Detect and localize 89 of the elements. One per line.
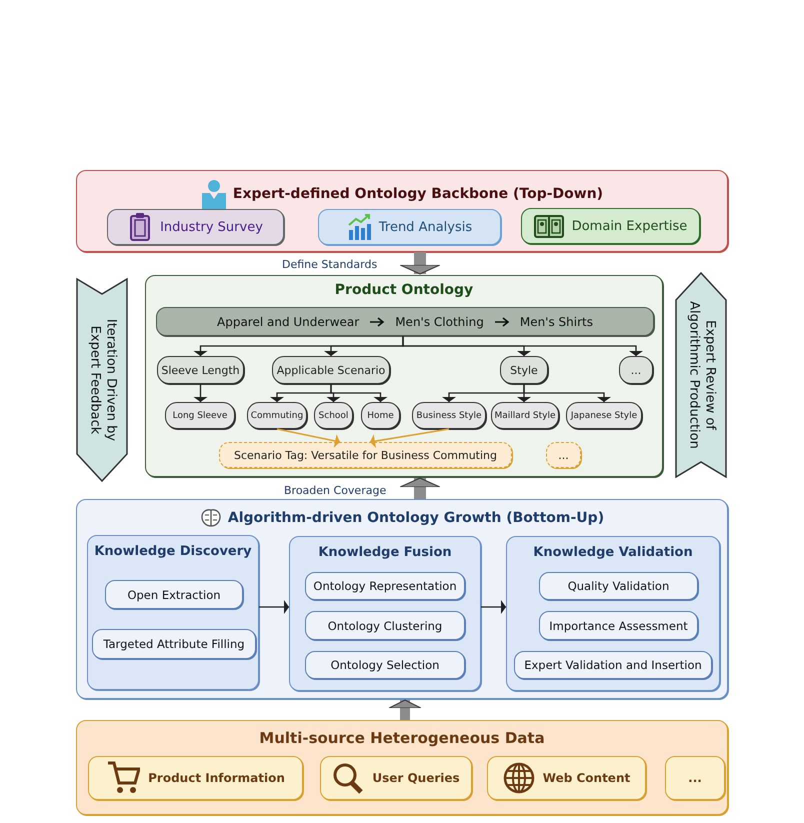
- box-label: Importance Assessment: [549, 618, 688, 632]
- box-label: Ontology Selection: [330, 658, 440, 672]
- stage-panel: [289, 536, 481, 691]
- box-label: ...: [688, 771, 702, 785]
- box-label: Web Content: [542, 771, 630, 785]
- box-label: Trend Analysis: [378, 220, 472, 234]
- source-box: [107, 209, 284, 245]
- box-label: Targeted Attribute Filling: [103, 637, 245, 651]
- arrow: [259, 600, 289, 614]
- step-box: [92, 629, 256, 659]
- arrow: [194, 384, 208, 402]
- box-label: Expert Validation and Insertion: [524, 658, 702, 672]
- value-box: [412, 402, 486, 429]
- box-label: Domain Expertise: [572, 218, 688, 234]
- block-arrow: [400, 252, 440, 274]
- attribute-box: [619, 356, 653, 384]
- tag-box: [546, 442, 581, 468]
- box-label: Long Sleeve: [172, 410, 228, 420]
- block-arrow: [388, 700, 422, 720]
- box-label: Ontology Clustering: [328, 618, 442, 632]
- source-box: [665, 756, 725, 800]
- source-box: [88, 756, 303, 800]
- heading: Product Ontology: [334, 282, 474, 298]
- category-label: Men's Clothing: [395, 314, 484, 328]
- box-label: Quality Validation: [568, 579, 670, 593]
- box-label: Product Information: [148, 771, 285, 785]
- box-label: User Queries: [372, 771, 460, 785]
- step-box: [305, 572, 465, 600]
- arrow: [402, 336, 643, 356]
- step-box: [514, 651, 712, 679]
- box-label: Style: [510, 364, 538, 376]
- category-label: Men's Shirts: [520, 314, 593, 328]
- value-box: [566, 402, 642, 429]
- step-box: [539, 572, 698, 600]
- value-box: [314, 402, 353, 429]
- box-label: Open Extraction: [127, 588, 221, 602]
- heading: Knowledge Fusion: [318, 545, 452, 560]
- edge-label: Broaden Coverage: [282, 484, 388, 497]
- value-box: [491, 402, 559, 429]
- review-arrow-shape: [675, 272, 727, 478]
- box-label: Japanese Style: [570, 410, 638, 420]
- box-label: Applicable Scenario: [276, 364, 386, 376]
- box-label: School: [318, 410, 348, 420]
- block-arrow: [400, 478, 440, 499]
- category-path-bar: [156, 307, 654, 336]
- source-box: [320, 756, 472, 800]
- box-label: ...: [630, 364, 642, 376]
- tag-box: [219, 442, 512, 468]
- source-box: [521, 208, 700, 244]
- heading: Expert-defined Ontology Backbone (Top-Down): [232, 186, 604, 202]
- vertical-label: Expert Review of Algorithmic Production: [685, 300, 718, 451]
- box-label: Industry Survey: [160, 220, 263, 234]
- attribute-box: [272, 356, 390, 384]
- box-label: Commuting: [250, 410, 304, 420]
- attribute-box: [157, 356, 244, 384]
- step-box: [305, 651, 465, 679]
- box-label: Maillard Style: [494, 410, 556, 420]
- stage-panel: [87, 535, 259, 690]
- edge-label: Define Standards: [280, 258, 380, 271]
- box-label: Ontology Representation: [313, 579, 457, 593]
- arrow: [330, 384, 388, 402]
- arrow: [481, 600, 506, 614]
- box-label: ...: [558, 448, 569, 462]
- section-panel: [76, 170, 728, 252]
- source-box: [318, 209, 501, 245]
- section-panel: [76, 499, 728, 699]
- arrow: [523, 384, 611, 402]
- section-panel: [76, 720, 728, 815]
- step-box: [305, 611, 465, 640]
- source-box: [487, 756, 646, 800]
- vertical-label: Iteration Driven by Expert Feedback: [86, 318, 118, 444]
- value-box: [361, 402, 400, 429]
- category-label: Apparel and Underwear: [217, 314, 360, 328]
- ontology-panel: [145, 275, 663, 477]
- value-box: [247, 402, 307, 429]
- heading: Multi-source Heterogeneous Data: [259, 729, 545, 747]
- step-box: [105, 580, 243, 609]
- box-label: Scenario Tag: Versatile for Business Commuting: [234, 448, 498, 462]
- heading: Algorithm-driven Ontology Growth (Bottom-Up): [228, 510, 604, 526]
- stage-panel: [506, 536, 720, 691]
- value-box: [165, 402, 235, 429]
- box-label: Home: [367, 410, 394, 420]
- box-label: Sleeve Length: [161, 364, 240, 376]
- heading: Knowledge Discovery: [94, 544, 252, 559]
- attribute-box: [500, 356, 548, 384]
- step-box: [539, 611, 698, 640]
- box-label: Business Style: [416, 410, 482, 420]
- heading: Knowledge Validation: [533, 545, 693, 560]
- feedback-arrow-shape: [76, 278, 128, 482]
